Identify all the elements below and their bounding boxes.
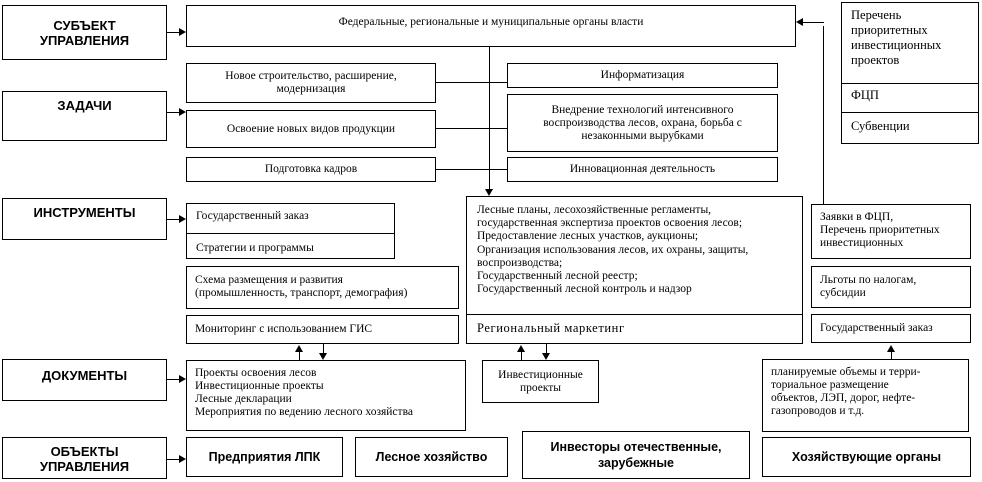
header-tools-label: ИНСТРУМЕНТЫ: [33, 205, 136, 220]
header-objects-label: ОБЪЕКТЫ УПРАВЛЕНИЯ: [39, 444, 130, 474]
tools-state-programs: Государственный заказ Стратегии и програ…: [186, 203, 395, 259]
task-informatization: Информатизация: [507, 63, 778, 88]
tools-placement-scheme-label: Схема размещения и развития (промышленно…: [195, 274, 408, 299]
header-objects: ОБЪЕКТЫ УПРАВЛЕНИЯ: [2, 437, 167, 479]
connector-objects: [167, 459, 179, 460]
tools-tax-benefits: Льготы по налогам, субсидии: [811, 266, 971, 308]
tools-gis-monitoring: Мониторинг с использованием ГИС: [186, 315, 459, 344]
arrow-marketing-up: [517, 345, 525, 352]
arrow-tasks: [179, 108, 186, 116]
tools-state-order-right: Государственный заказ: [811, 314, 971, 343]
task-new-products-label: Освоение новых видов продукции: [226, 122, 396, 135]
priority-list-box: Перечень приоритетных инвестиционных про…: [841, 2, 979, 144]
forest-tools-text: Лесные планы, лесохозяйственные регламен…: [477, 204, 749, 296]
forest-tools-divider: [467, 314, 802, 315]
forest-tools-box: Лесные планы, лесохозяйственные регламен…: [466, 196, 803, 344]
tools-gis-monitoring-label: Мониторинг с использованием ГИС: [195, 323, 373, 335]
link-marketing-down: [546, 344, 547, 353]
arrow-gis-up: [295, 345, 303, 352]
arrow-tools: [179, 215, 186, 223]
arrow-gis-down: [319, 353, 327, 360]
connector-feedback-top: [803, 22, 824, 23]
header-tasks-label: ЗАДАЧИ: [57, 98, 112, 113]
regional-marketing: Региональный маркетинг: [477, 321, 625, 335]
object-investors: Инвесторы отечественные, зарубежные: [522, 431, 750, 479]
header-tools: ИНСТРУМЕНТЫ: [2, 198, 167, 240]
tools-strategies: Стратегии и программы: [196, 242, 314, 254]
link-gis-up: [299, 352, 300, 360]
object-bodies: Хозяйствующие органы: [762, 437, 971, 477]
connector-subject: [167, 32, 179, 33]
priority-list-subsidies: Субвенции: [851, 119, 910, 133]
task-training: Подготовка кадров: [186, 157, 436, 182]
object-lpk-label: Предприятия ЛПК: [208, 450, 321, 464]
object-bodies-label: Хозяйствующие органы: [791, 450, 942, 464]
arrow-marketing-down: [542, 353, 550, 360]
task-new-products: Освоение новых видов продукции: [186, 110, 436, 148]
link-new-products: [436, 128, 507, 129]
object-forestry-label: Лесное хозяйство: [375, 450, 488, 464]
link-training: [436, 169, 507, 170]
object-forestry: Лесное хозяйство: [355, 437, 508, 477]
arrow-trunk: [485, 189, 493, 196]
connector-feedback: [823, 26, 824, 204]
link-marketing-up: [521, 352, 522, 360]
header-documents-label: ДОКУМЕНТЫ: [41, 368, 128, 383]
task-informatization-label: Информатизация: [600, 69, 685, 81]
doc-investment-projects-label: Инвестиционные проекты: [498, 368, 583, 394]
header-documents: ДОКУМЕНТЫ: [2, 359, 167, 401]
header-subject: СУБЪЕКТ УПРАВЛЕНИЯ: [2, 5, 167, 60]
doc-investment-projects: Инвестиционные проекты: [482, 360, 599, 403]
arrow-subject: [179, 28, 186, 36]
doc-forest-projects-label: Проекты освоения лесов Инвестиционные пр…: [195, 367, 413, 418]
task-innovation-label: Инновационная деятельность: [569, 163, 716, 175]
tools-applications: Заявки в ФЦП, Перечень приоритетных инве…: [811, 204, 971, 259]
header-tasks: ЗАДАЧИ: [2, 91, 167, 141]
arrow-feedback: [796, 18, 803, 26]
connector-trunk: [489, 47, 490, 189]
arrow-objects: [179, 455, 186, 463]
arrow-documents: [179, 375, 186, 383]
priority-list-divider-1: [842, 83, 978, 84]
link-state-order: [891, 352, 892, 359]
authorities-box: Федеральные, региональные и муниципальны…: [186, 5, 796, 47]
tools-state-order: Государственный заказ: [196, 210, 309, 222]
priority-list-fcp: ФЦП: [851, 88, 879, 102]
link-gis-down: [323, 344, 324, 353]
link-new-construction: [436, 82, 507, 83]
doc-planned-volumes: планируемые объемы и терри- ториальное р…: [762, 359, 969, 432]
connector-documents: [167, 379, 179, 380]
tools-applications-label: Заявки в ФЦП, Перечень приоритетных инве…: [820, 211, 940, 249]
task-intensive-technologies: Внедрение технологий интенсивного воспро…: [507, 94, 778, 152]
priority-list-title: Перечень приоритетных инвестиционных про…: [851, 8, 942, 67]
doc-planned-volumes-label: планируемые объемы и терри- ториальное р…: [771, 366, 921, 417]
authorities-label: Федеральные, региональные и муниципальны…: [338, 16, 644, 28]
task-intensive-technologies-label: Внедрение технологий интенсивного воспро…: [543, 103, 742, 142]
task-new-construction: Новое строительство, расширение, модерни…: [186, 63, 436, 103]
priority-list-divider-2: [842, 112, 978, 113]
arrow-state-order-up: [887, 345, 895, 352]
object-lpk: Предприятия ЛПК: [186, 437, 343, 477]
header-subject-label: СУБЪЕКТ УПРАВЛЕНИЯ: [39, 17, 130, 48]
tools-state-order-right-label: Государственный заказ: [820, 322, 933, 334]
object-investors-label: Инвесторы отечественные, зарубежные: [550, 440, 722, 470]
task-innovation: Инновационная деятельность: [507, 157, 778, 182]
tools-tax-benefits-label: Льготы по налогам, субсидии: [820, 274, 917, 299]
tools-state-divider: [187, 233, 394, 234]
connector-tasks: [167, 112, 179, 113]
connector-tools: [167, 219, 179, 220]
tools-placement-scheme: Схема размещения и развития (промышленно…: [186, 266, 459, 309]
doc-forest-projects: Проекты освоения лесов Инвестиционные пр…: [186, 360, 466, 431]
task-training-label: Подготовка кадров: [264, 163, 358, 175]
task-new-construction-label: Новое строительство, расширение, модерни…: [225, 70, 397, 95]
